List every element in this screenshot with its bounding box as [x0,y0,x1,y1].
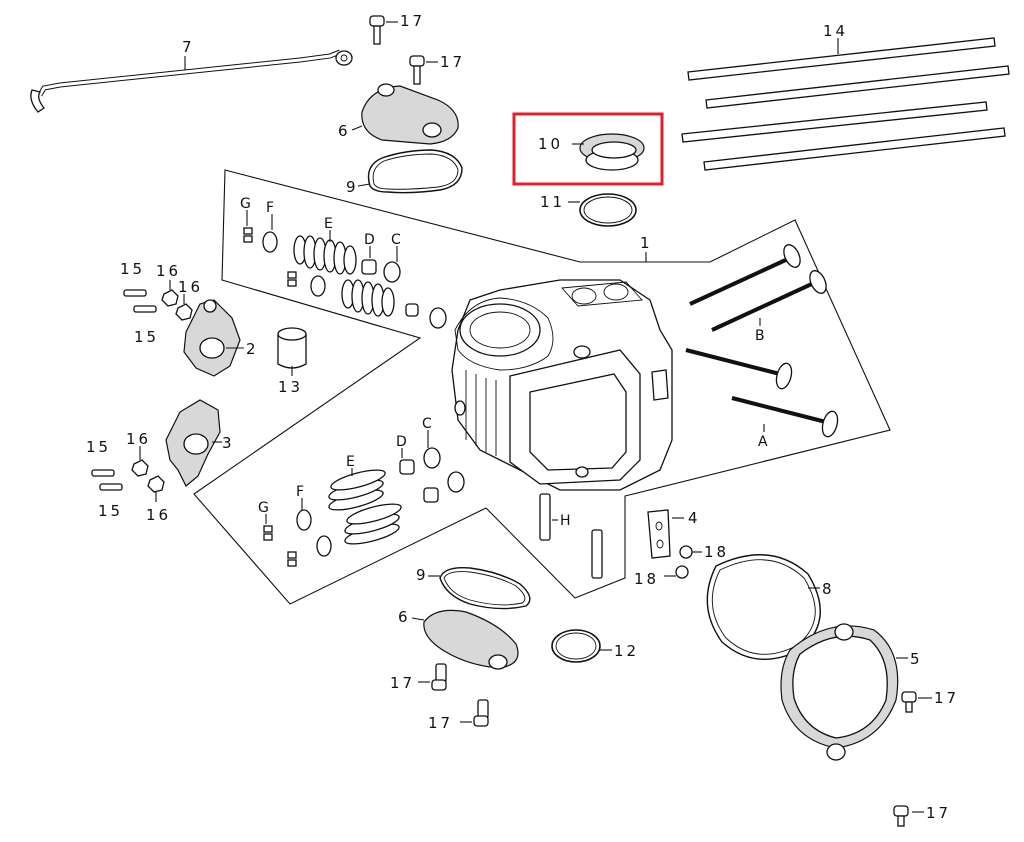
nuts-part-16-upper [161,280,193,321]
letter-F-top: F [266,200,274,216]
oil-seal-part-10 [572,133,645,171]
valve-cover-part-6-top [351,83,459,145]
callout-4: 4 [688,509,701,527]
group-outline-part-1 [193,169,891,605]
bolt-17-top-b [409,55,438,85]
bolt-17-bottom-b [460,699,489,727]
callout-7: 7 [182,38,195,56]
roller-part-13 [277,327,307,376]
rocker-arm-part-3 [165,399,222,487]
callout-14: 14 [823,22,848,40]
callout-16-a: 16 [156,262,181,280]
callout-12: 12 [614,642,639,660]
gasket-part-9-top [357,149,463,194]
valves-part-b [689,244,827,332]
bolts-part-18 [664,545,702,579]
rocker-arm-part-2 [183,299,244,377]
studs-part-h [539,493,603,579]
callout-17-f: 17 [926,804,951,822]
letter-H: H [560,513,571,529]
stud-bolts-part-14 [681,37,1010,171]
bolt-17-bottom-a [418,663,447,691]
studs-part-15-upper [123,289,157,313]
side-cover-part-5 [780,623,908,761]
bolt-17-bottom-right [893,805,924,827]
valve-train-bottom [263,430,465,567]
callout-15-d: 15 [98,502,123,520]
letter-G-top: G [240,196,251,212]
letter-C-bottom: C [422,416,432,432]
letter-F-bottom: F [296,484,304,500]
callout-3: 3 [222,434,235,452]
cylinder-head [451,279,673,491]
valve-train-top [243,210,447,329]
callout-10: 10 [538,135,563,153]
letter-E-bottom: E [346,454,355,470]
o-ring-part-12 [551,629,612,663]
letter-A: A [758,434,768,450]
callout-2: 2 [246,340,259,358]
callout-5: 5 [910,650,923,668]
letter-D-top: D [364,232,375,248]
callout-1: 1 [640,234,653,252]
studs-part-15-lower [91,469,123,491]
callout-13: 13 [278,378,303,396]
bolt-17-top-a [369,15,398,45]
callout-18-a: 18 [704,543,729,561]
highlight-box-part-10[interactable] [512,112,664,186]
letter-D-bottom: D [396,434,407,450]
o-ring-part-11 [568,193,637,227]
callout-15-a: 15 [120,260,145,278]
callout-9-bottom: 9 [416,566,429,584]
gasket-part-9-bottom [428,567,531,610]
callout-15-c: 15 [86,438,111,456]
callout-15-b: 15 [134,328,159,346]
letter-G-bottom: G [258,500,269,516]
oil-pipe-part-7 [30,49,353,113]
callout-17-e: 17 [934,689,959,707]
callout-17-a: 17 [400,12,425,30]
valves-part-a [685,348,839,438]
callout-17-c: 17 [390,674,415,692]
callout-17-d: 17 [428,714,453,732]
callout-8: 8 [822,580,835,598]
callout-6-bottom: 6 [398,608,411,626]
bolt-17-right [901,691,932,713]
callout-18-b: 18 [634,570,659,588]
valve-cover-part-6-bottom [411,609,519,670]
letter-E-top: E [324,216,333,232]
callout-17-b: 17 [440,53,465,71]
bracket-part-4 [647,509,684,559]
nuts-part-16-lower [131,446,165,502]
letter-C-top: C [391,232,401,248]
callout-16-c: 16 [126,430,151,448]
letter-B: B [755,328,765,344]
callout-9-top: 9 [346,178,359,196]
callout-6-top: 6 [338,122,351,140]
callout-11: 11 [540,193,565,211]
callout-16-b: 16 [178,278,203,296]
callout-16-d: 16 [146,506,171,524]
